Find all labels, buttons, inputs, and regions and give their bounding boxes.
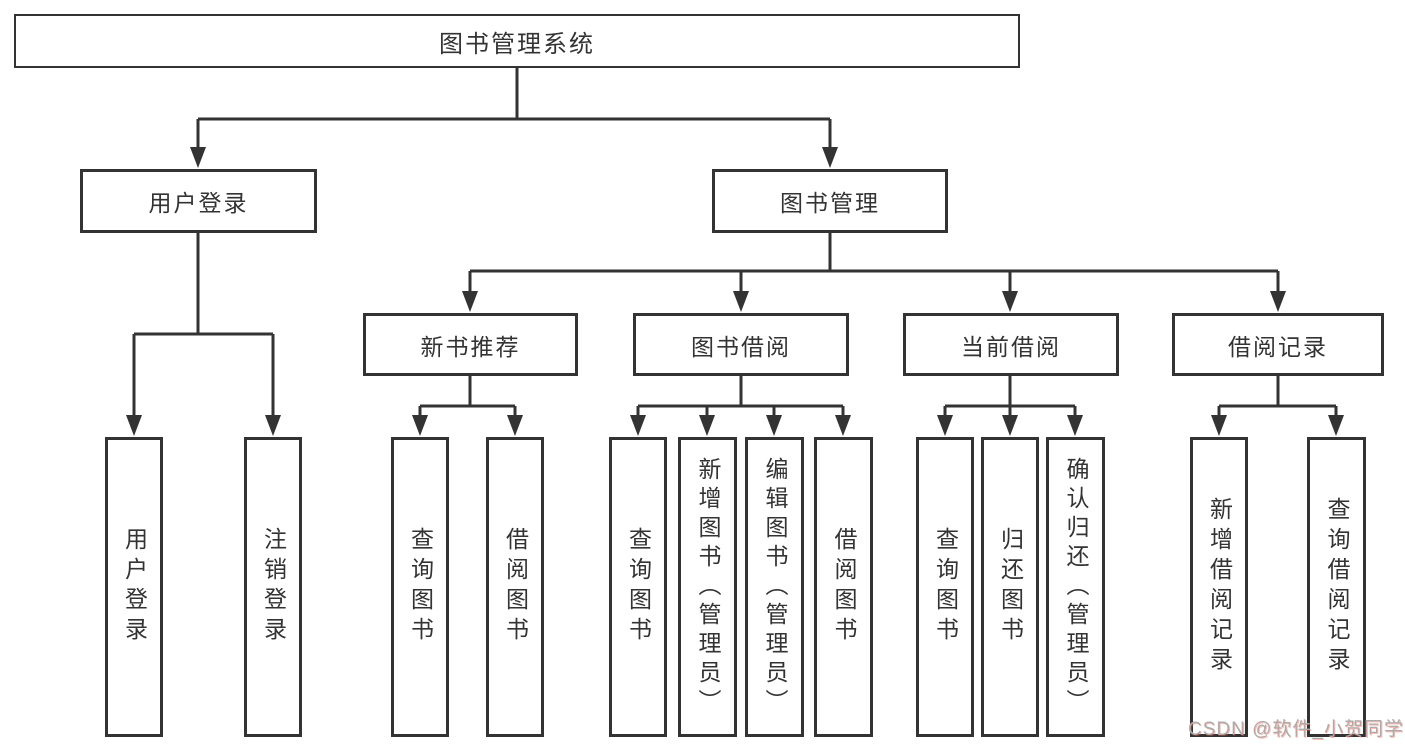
leaf-label: 借阅图书 (831, 527, 857, 647)
leaf-user-login: 用户登录 (105, 437, 163, 737)
node-label: 图书管理系统 (439, 30, 595, 58)
leaf-label: 用户登录 (121, 527, 148, 647)
leaf-label: 查询图书 (407, 527, 434, 647)
csdn-watermark: CSDN @软件_小贺同学 (1188, 719, 1404, 740)
connector-bookmgmt-to-modules (468, 233, 1280, 294)
node-book-management: 图书管理 (712, 169, 948, 233)
leaf-label: 借阅图书 (502, 527, 529, 647)
node-label: 图书管理 (780, 190, 880, 216)
leaf-label: 归还图书 (997, 527, 1024, 647)
leaf-query-books-current: 查询图书 (916, 437, 974, 737)
leaf-label: 查询图书 (625, 527, 652, 647)
node-current-borrow: 当前借阅 (903, 313, 1119, 376)
connector-currentborrow-to-children (943, 376, 1077, 418)
leaf-label: 查询借阅记录 (1324, 497, 1350, 677)
leaf-query-books-borrow: 查询图书 (609, 437, 667, 737)
node-label: 借阅记录 (1228, 333, 1328, 360)
node-borrow-records: 借阅记录 (1172, 313, 1384, 376)
node-label: 用户登录 (148, 190, 249, 216)
node-book-borrow: 图书借阅 (633, 313, 849, 376)
connector-root-to-level2 (196, 68, 832, 150)
connector-userlogin-to-children (132, 233, 275, 418)
leaf-borrow-books: 借阅图书 (814, 437, 873, 737)
leaf-borrow-books-recommend: 借阅图书 (486, 437, 544, 737)
node-library-system: 图书管理系统 (14, 14, 1020, 68)
connector-newbook-to-children (418, 376, 517, 418)
leaf-edit-book-admin: 编辑图书（管理员） (745, 437, 804, 737)
leaf-logout: 注销登录 (244, 437, 302, 737)
leaf-query-books-recommend: 查询图书 (391, 437, 449, 737)
connector-bookborrow-to-children (636, 376, 845, 418)
node-label: 新书推荐 (420, 333, 521, 360)
leaf-label: 编辑图书（管理员） (762, 456, 788, 718)
node-user-login: 用户登录 (80, 169, 317, 233)
leaf-label: 新增借阅记录 (1206, 497, 1233, 677)
connector-records-to-children (1217, 376, 1338, 418)
node-new-book-recommend: 新书推荐 (363, 313, 578, 376)
leaf-label: 新增图书（管理员） (695, 456, 721, 718)
node-label: 图书借阅 (691, 333, 791, 360)
leaf-return-book: 归还图书 (981, 437, 1039, 737)
leaf-label: 确认归还（管理员） (1063, 456, 1089, 718)
leaf-label: 查询图书 (932, 527, 959, 647)
leaf-add-borrow-record: 新增借阅记录 (1190, 437, 1248, 737)
leaf-confirm-return-admin: 确认归还（管理员） (1046, 437, 1105, 737)
leaf-add-book-admin: 新增图书（管理员） (678, 437, 737, 737)
node-label: 当前借阅 (961, 333, 1061, 360)
leaf-query-borrow-record: 查询借阅记录 (1307, 437, 1366, 737)
leaf-label: 注销登录 (260, 527, 287, 647)
